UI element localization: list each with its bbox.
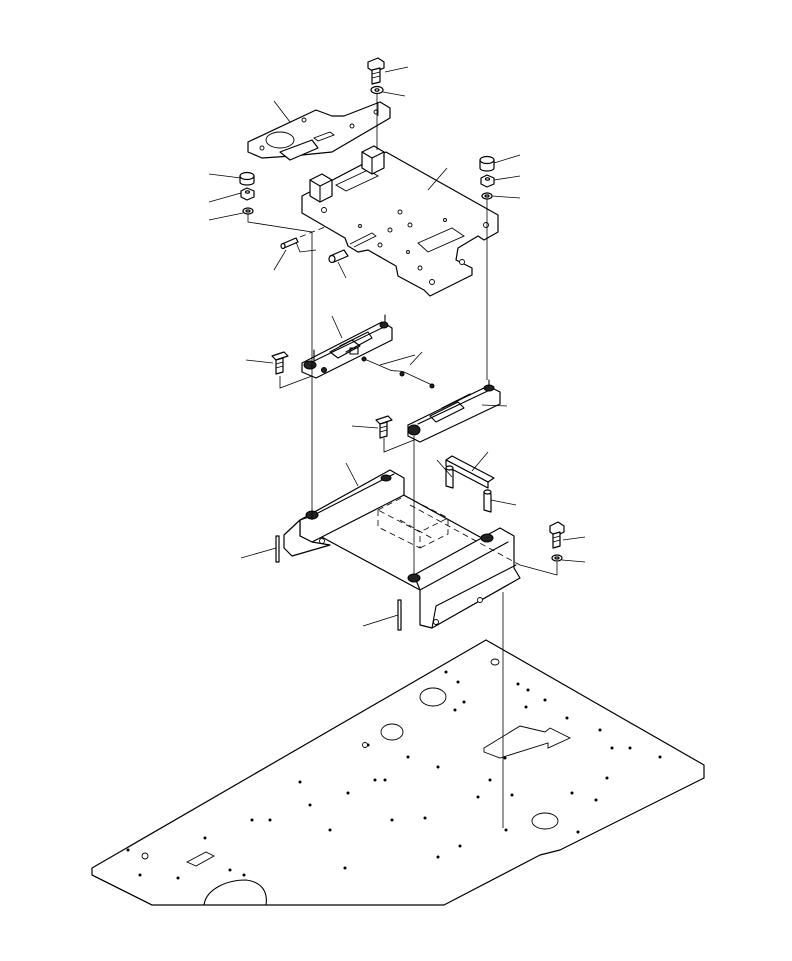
top-washer <box>370 85 384 95</box>
leader-lines <box>208 66 586 627</box>
seat-mount-plate <box>301 145 499 297</box>
hidden-lines <box>299 218 521 566</box>
top-bolt <box>367 57 385 85</box>
sleeve <box>328 249 349 264</box>
left-pin <box>275 535 280 563</box>
right-washer <box>481 192 493 200</box>
bar <box>445 455 495 489</box>
support-bracket <box>283 469 521 629</box>
right-rail-bolt <box>375 415 393 439</box>
left-slide-rail <box>301 314 393 379</box>
left-washer <box>242 207 254 215</box>
front-pin <box>397 599 402 631</box>
floor-plate <box>91 639 705 906</box>
wire-link <box>361 354 435 389</box>
right-nut <box>480 174 495 188</box>
floor-holes <box>126 670 662 880</box>
assembly-lines <box>247 94 558 828</box>
right-slide-rail <box>407 379 501 443</box>
upper-plate <box>247 101 391 161</box>
spacer-right <box>483 489 492 513</box>
bracket-washer <box>551 554 563 562</box>
spacer-left <box>445 465 454 489</box>
mount-plate-holes <box>321 207 489 285</box>
pin <box>280 237 299 250</box>
left-nut <box>240 187 255 201</box>
left-rail-bolt <box>271 351 289 375</box>
right-bushing <box>479 155 495 172</box>
left-bushing <box>239 171 255 186</box>
bracket-bolt <box>549 521 565 549</box>
